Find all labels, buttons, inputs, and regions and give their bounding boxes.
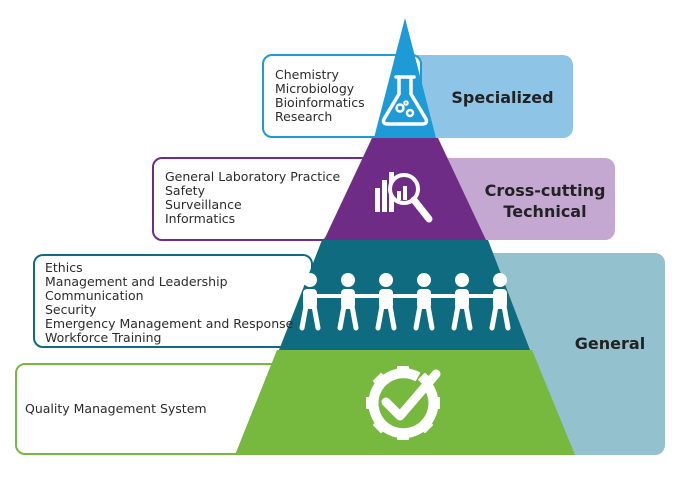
specialized-label: Specialized	[451, 88, 554, 107]
list-item: Surveillance	[165, 197, 242, 212]
specialized-items: Chemistry Microbiology Bioinformatics Re…	[275, 68, 365, 124]
list-item: Management and Leadership	[45, 274, 228, 289]
person	[375, 273, 397, 331]
list-item: Emergency Management and Response	[45, 316, 294, 331]
divider-shade-left-2	[279, 342, 287, 350]
list-item: Security	[45, 302, 97, 317]
cross-cutting-items: General Laboratory Practice Safety Surve…	[165, 170, 340, 226]
gear-check-icon	[366, 366, 441, 440]
list-item: Quality Management System	[25, 401, 207, 416]
list-item: Informatics	[165, 211, 236, 226]
person	[299, 273, 321, 331]
list-item: Safety	[165, 183, 205, 198]
person	[451, 273, 473, 331]
magnifier-chart-icon	[375, 172, 433, 223]
people-chain-icon	[299, 273, 511, 331]
person	[413, 273, 435, 331]
list-item: Microbiology	[275, 81, 355, 96]
divider-shade-left-1	[322, 232, 330, 240]
list-item: Research	[275, 109, 333, 124]
list-item: Workforce Training	[45, 330, 162, 345]
list-item: General Laboratory Practice	[165, 169, 341, 184]
list-item: Chemistry	[275, 67, 339, 82]
list-item: Communication	[45, 288, 144, 303]
cross-cutting-label: Cross-cutting Technical	[480, 180, 610, 222]
person	[489, 273, 511, 331]
base-items: Quality Management System	[25, 402, 207, 416]
flask-icon	[381, 75, 429, 126]
list-item: Bioinformatics	[275, 95, 365, 110]
cross-cutting-label-line-2: Technical	[503, 202, 587, 221]
tier-general-base	[235, 350, 575, 455]
general-items: Ethics Management and Leadership Communi…	[45, 261, 293, 345]
list-item: Ethics	[45, 260, 83, 275]
general-label: General	[574, 334, 646, 353]
person	[337, 273, 359, 331]
cross-cutting-label-line-1: Cross-cutting	[484, 181, 606, 200]
general-items-box	[33, 254, 313, 348]
